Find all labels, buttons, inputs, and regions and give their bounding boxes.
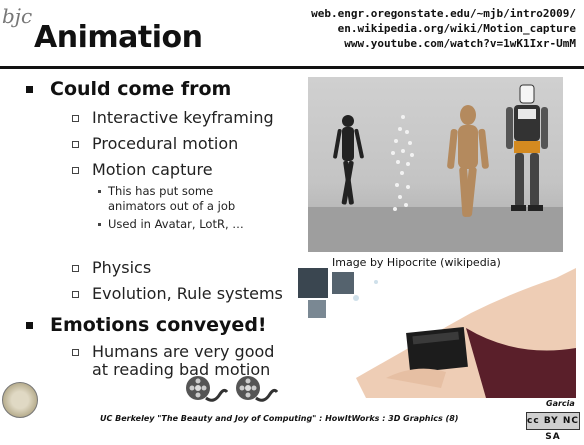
url-2[interactable]: en.wikipedia.org/wiki/Motion_capture bbox=[337, 22, 576, 35]
uc-berkeley-seal bbox=[2, 382, 38, 418]
heading-could-come-from: Could come from bbox=[26, 78, 231, 100]
bullet-small-icon bbox=[98, 190, 101, 193]
title-divider bbox=[0, 66, 584, 69]
bullet-hollow-icon bbox=[72, 349, 79, 356]
slide-title: Animation bbox=[34, 20, 203, 55]
list-item: Evolution, Rule systems bbox=[72, 284, 283, 303]
bullet-hollow-icon bbox=[72, 167, 79, 174]
bullet-small-icon bbox=[98, 223, 101, 226]
bullet-hollow-icon bbox=[72, 115, 79, 122]
image-caption: Image by Hipocrite (wikipedia) bbox=[332, 256, 501, 269]
motion-capture-image bbox=[308, 77, 563, 252]
bjc-logo: bjc bbox=[2, 4, 33, 28]
author-name: Garcia bbox=[546, 399, 575, 408]
sub-list-item: This has put some bbox=[98, 184, 213, 199]
list-item: Humans are very good bbox=[72, 342, 274, 361]
sub-list-item-continued: animators out of a job bbox=[108, 199, 236, 213]
list-item: Interactive keyframing bbox=[72, 108, 274, 127]
bullet-hollow-icon bbox=[72, 141, 79, 148]
footer-text: UC Berkeley "The Beauty and Joy of Compu… bbox=[100, 414, 459, 423]
bullet-square-icon bbox=[26, 322, 33, 329]
list-item: Physics bbox=[72, 258, 151, 277]
bullet-hollow-icon bbox=[72, 265, 79, 272]
url-1[interactable]: web.engr.oregonstate.edu/~mjb/intro2009/ bbox=[311, 7, 576, 20]
list-item: Motion capture bbox=[72, 160, 213, 179]
list-item: Procedural motion bbox=[72, 134, 238, 153]
url-3[interactable]: www.youtube.com/watch?v=1wK1Ixr-UmM bbox=[344, 37, 576, 50]
heading-emotions-conveyed: Emotions conveyed! bbox=[26, 314, 267, 336]
list-item-continued: at reading bad motion bbox=[92, 360, 271, 379]
bullet-square-icon bbox=[26, 86, 33, 93]
film-reel-icon bbox=[236, 376, 278, 402]
film-reel-icon bbox=[186, 376, 228, 402]
reference-urls: web.engr.oregonstate.edu/~mjb/intro2009/… bbox=[311, 6, 576, 51]
sub-list-item: Used in Avatar, LotR, … bbox=[98, 217, 244, 232]
hands-box-image bbox=[296, 268, 576, 398]
bullet-hollow-icon bbox=[72, 291, 79, 298]
creative-commons-badge[interactable]: cc BY NC SA bbox=[526, 412, 580, 442]
